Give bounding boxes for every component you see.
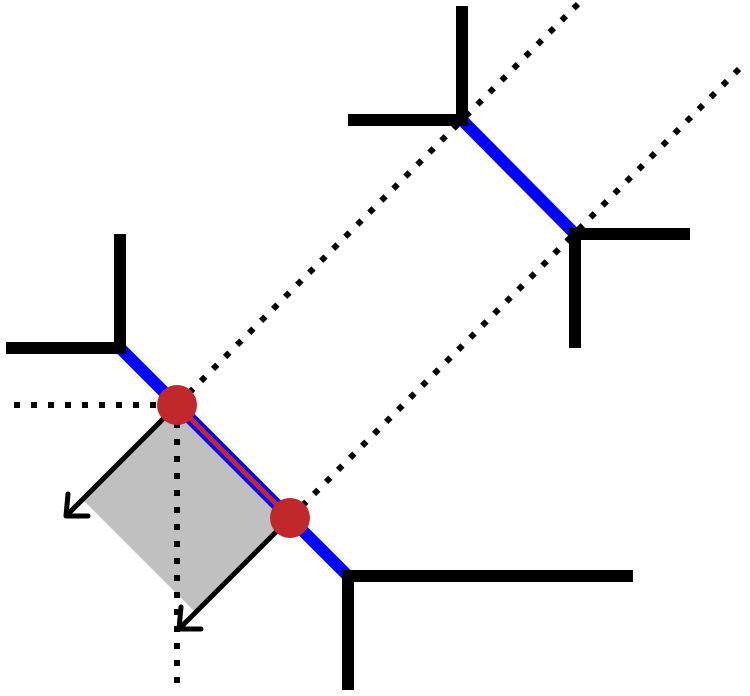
dotted-lines xyxy=(14,1,745,690)
red-segment xyxy=(175,403,292,520)
blue-edge-upper xyxy=(457,115,580,239)
arrow-right-shaft xyxy=(180,520,288,628)
marker-lower xyxy=(270,498,310,538)
arrow-right-head xyxy=(176,604,204,632)
arrow-left-shaft xyxy=(67,407,175,515)
dotted-diagonal-lower xyxy=(287,63,745,521)
corner-lines xyxy=(6,6,690,690)
dotted-diagonal-upper xyxy=(174,1,581,408)
arrow-left-head xyxy=(63,491,91,519)
arrows xyxy=(63,407,288,632)
shaded-rectangle xyxy=(82,405,290,612)
marker-upper xyxy=(157,385,197,425)
